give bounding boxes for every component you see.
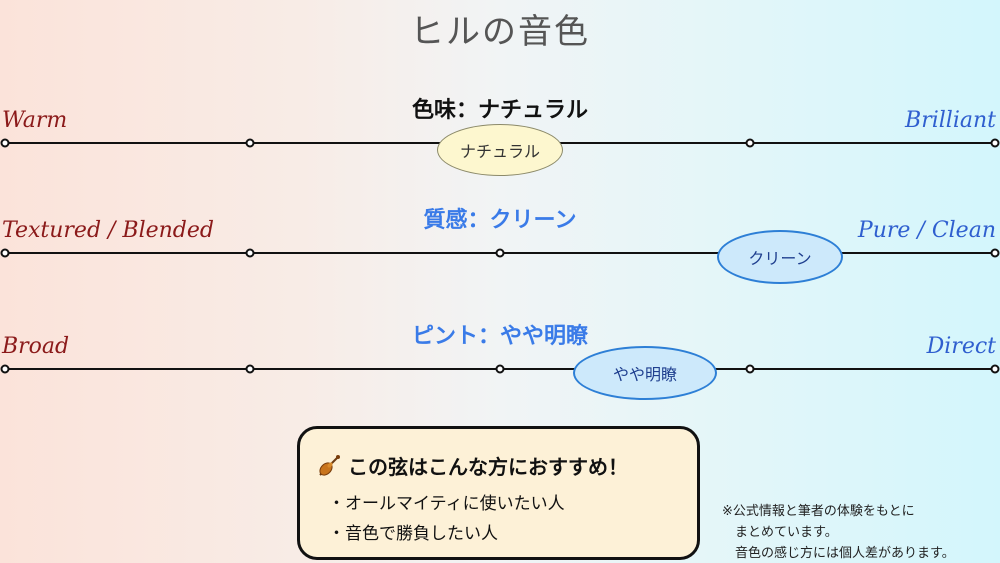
disclaimer-line: 音色の感じ方には個人差があります。: [722, 546, 955, 561]
scale-heading-color: 色味：ナチュラル: [411, 98, 588, 123]
scale-tick: [0, 248, 10, 258]
scale-left-label-broad: Broad: [2, 334, 70, 359]
scale-right-label-pure: Pure / Clean: [857, 218, 996, 243]
recommendation-item: ・オールマイティに使いたい人: [328, 494, 565, 514]
scale-right-label-direct: Direct: [926, 334, 996, 359]
scale-tick: [990, 364, 1000, 374]
scale-tick: [495, 248, 505, 258]
violin-icon: [319, 454, 340, 476]
scale-left-label-textured: Textured / Blended: [2, 218, 214, 243]
scale-heading-texture: 質感：クリーン: [423, 208, 577, 233]
scale-tick: [495, 364, 505, 374]
recommendation-item: ・音色で勝負したい人: [328, 524, 498, 544]
scale-tick: [0, 364, 10, 374]
scale-line-focus: [0, 364, 1000, 374]
recommendation-box: この弦はこんな方におすすめ！ ・オールマイティに使いたい人 ・音色で勝負したい人: [297, 426, 700, 560]
disclaimer-line: まとめています。: [722, 525, 838, 540]
scale-tick: [245, 248, 255, 258]
scale-marker-focus: やや明瞭: [573, 346, 717, 400]
scale-tick: [745, 138, 755, 148]
recommendation-heading-row: この弦はこんな方におすすめ！: [316, 451, 628, 480]
scale-heading-focus: ピント：やや明瞭: [411, 324, 588, 349]
scale-marker-color: ナチュラル: [437, 124, 563, 176]
scale-tick: [745, 364, 755, 374]
scale-marker-texture: クリーン: [717, 230, 843, 284]
scale-line-texture: [0, 248, 1000, 258]
scale-left-label-warm: Warm: [2, 108, 68, 133]
scale-tick: [0, 138, 10, 148]
scale-tick: [245, 364, 255, 374]
scale-tick: [990, 138, 1000, 148]
scale-right-label-brilliant: Brilliant: [905, 108, 996, 133]
recommendation-heading: この弦はこんな方におすすめ！: [348, 455, 628, 479]
disclaimer-line: ※公式情報と筆者の体験をもとに: [722, 504, 915, 519]
scale-tick: [245, 138, 255, 148]
page-title: ヒルの音色: [410, 12, 590, 52]
scale-tick: [990, 248, 1000, 258]
